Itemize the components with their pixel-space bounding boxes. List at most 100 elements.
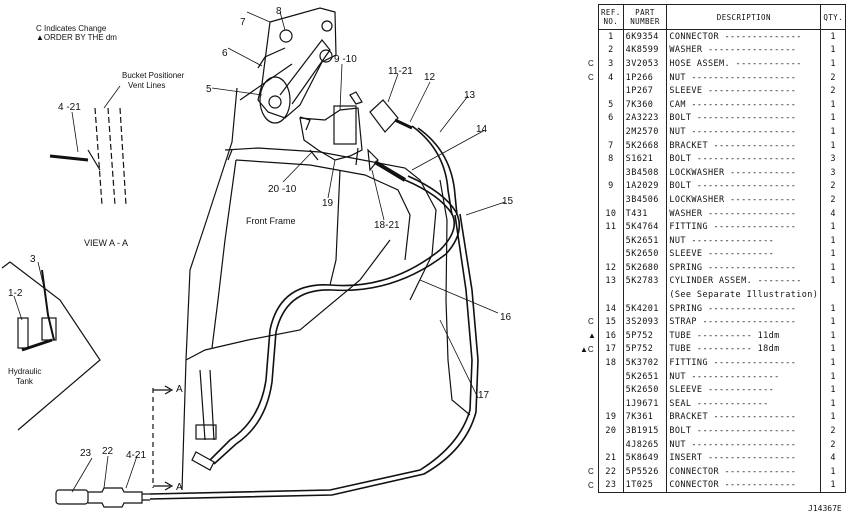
change-mark: ▲C <box>580 344 594 354</box>
description-cell: BOLT ------------------ <box>669 181 797 192</box>
description-cell: LOCKWASHER ------------ <box>669 167 797 178</box>
description-cell: BRACKET --------------- <box>669 412 797 423</box>
ref-cell <box>598 437 624 452</box>
table-row: 5K2650 SLEEVE ------------1 <box>598 247 846 262</box>
bracket-7 <box>257 7 337 119</box>
description-cell: WASHER ---------------- <box>669 208 797 219</box>
ref-cell: 22 <box>598 465 624 479</box>
part-number-cell: 5K2783 <box>623 274 668 289</box>
qty-cell: 1 <box>820 97 846 112</box>
qty-cell: 1 <box>820 274 846 289</box>
part-number-cell: 5K2668 <box>623 138 668 153</box>
change-mark: C <box>588 467 594 476</box>
description-cell: LOCKWASHER ------------ <box>669 194 797 205</box>
label-23: 23 <box>80 448 92 459</box>
description-cell: SLEEVE ------------ <box>669 385 775 396</box>
qty-cell: 2 <box>820 193 846 207</box>
ref-cell: 19 <box>598 410 624 425</box>
label-1-2: 1-2 <box>8 288 23 299</box>
description-cell: SPRING ---------------- <box>669 303 797 314</box>
label-12: 12 <box>424 72 436 83</box>
view-aa-label: VIEW A - A <box>84 238 128 248</box>
ref-cell <box>598 397 624 411</box>
table-row: 1J9671 SEAL -------------1 <box>598 397 846 411</box>
ref-cell: 1 <box>598 29 624 44</box>
qty-cell: 3 <box>820 152 846 166</box>
ref-cell: 23 <box>598 478 624 494</box>
description-cell: BOLT ------------------ <box>669 113 797 124</box>
part-number-cell: 1A2029 <box>623 179 668 194</box>
description-cell: TUBE ---------- 11dm <box>669 330 780 341</box>
label-18-21: 18-21 <box>374 220 400 231</box>
ref-cell: 9 <box>598 179 624 194</box>
part-number-cell: 5K2651 <box>623 369 668 384</box>
description-cell: SLEEVE ---------------- <box>669 86 797 97</box>
positioner-body <box>299 107 363 161</box>
change-mark: C <box>588 72 594 82</box>
description-cell: CYLINDER ASSEM. -------- <box>669 276 802 287</box>
qty-cell: 4 <box>820 206 846 221</box>
tube-17 <box>149 214 473 495</box>
part-number-cell <box>623 288 668 302</box>
header-part-number: PART NUMBER <box>622 4 668 30</box>
frame-left-edge <box>181 87 238 491</box>
hydraulic-parts-diagram: 7 8 6 5 9 -10 11-21 12 13 14 15 16 17 18… <box>1 6 514 508</box>
ref-cell <box>598 247 624 262</box>
label-15: 15 <box>502 196 514 207</box>
qty-cell: 1 <box>820 247 846 262</box>
ref-cell: 14 <box>598 301 624 316</box>
label-3: 3 <box>30 254 36 265</box>
ref-cell: 10 <box>598 206 624 221</box>
qty-cell: 1 <box>820 301 846 316</box>
ref-cell: 3 <box>598 57 624 71</box>
qty-cell: 1 <box>820 125 846 139</box>
figure-code: J14367E <box>808 504 842 513</box>
description-cell: TUBE ---------- 18dm <box>669 344 780 355</box>
part-number-cell: 5P5526 <box>623 465 668 479</box>
frame-right-edge <box>439 179 471 416</box>
description-cell: CONNECTOR ------------- <box>669 466 797 477</box>
table-row: (See Separate Illustration) <box>598 288 846 302</box>
part-number-cell: 1P266 <box>623 70 668 85</box>
change-mark: C <box>588 317 594 327</box>
description-cell: FITTING --------------- <box>669 358 797 369</box>
description-cell: NUT ---------------- <box>669 371 780 382</box>
table-row: 5K2651 NUT ---------------- 1 <box>598 369 846 384</box>
qty-cell: 1 <box>820 233 846 248</box>
qty-cell: 1 <box>820 342 846 357</box>
ref-cell: 17 <box>598 342 624 357</box>
part-number-cell: 1T025 <box>623 478 668 494</box>
part-number-cell: 4K8599 <box>623 43 668 58</box>
qty-cell: 1 <box>820 369 846 384</box>
part-number-cell: 6K9354 <box>623 29 668 44</box>
ref-cell: 7 <box>598 138 624 153</box>
description-cell: NUT ------------------- <box>669 72 797 83</box>
label-5: 5 <box>206 84 212 95</box>
label-20-10: 20 -10 <box>268 184 297 195</box>
part-number-cell: 4J8265 <box>623 437 668 452</box>
part-number-cell: 3V2053 <box>623 57 668 71</box>
part-number-cell: 7K361 <box>623 410 668 425</box>
label-7: 7 <box>240 17 246 28</box>
part-number-cell: 1P267 <box>623 84 668 98</box>
part-number-cell: 7K360 <box>623 97 668 112</box>
qty-cell: 2 <box>820 424 846 438</box>
ref-cell <box>598 369 624 384</box>
tube-16 <box>209 179 456 461</box>
ref-cell <box>598 383 624 398</box>
qty-cell: 1 <box>820 356 846 370</box>
order-legend-line2: ▲ORDER BY THE dm <box>36 33 117 42</box>
